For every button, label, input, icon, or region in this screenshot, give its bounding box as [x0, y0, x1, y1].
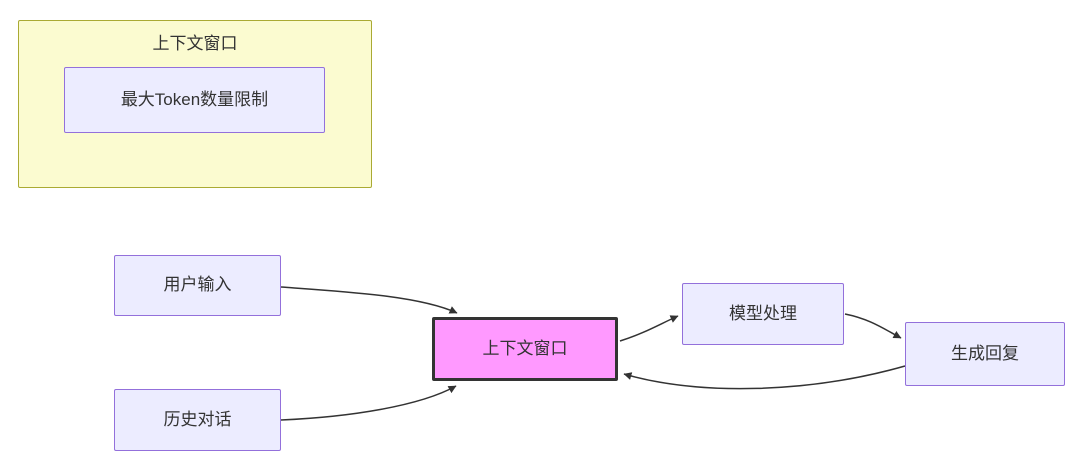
subgraph-title: 上下文窗口 — [152, 34, 238, 53]
edge-user-input-to-context-window — [280, 286, 458, 314]
node-user-input: 用户输入 — [114, 255, 281, 316]
edge-context-window-to-model-processing — [619, 315, 679, 342]
edge-model-processing-to-generate-reply — [844, 313, 902, 339]
node-generate-reply: 生成回复 — [905, 322, 1065, 386]
edge-history-to-context-window — [280, 385, 457, 421]
edge-generate-reply-to-context-window — [623, 365, 906, 390]
node-max-token-limit: 最大Token数量限制 — [64, 67, 325, 133]
node-history-dialogue: 历史对话 — [114, 389, 281, 451]
node-model-processing: 模型处理 — [682, 283, 844, 345]
node-context-window: 上下文窗口 — [432, 317, 618, 381]
